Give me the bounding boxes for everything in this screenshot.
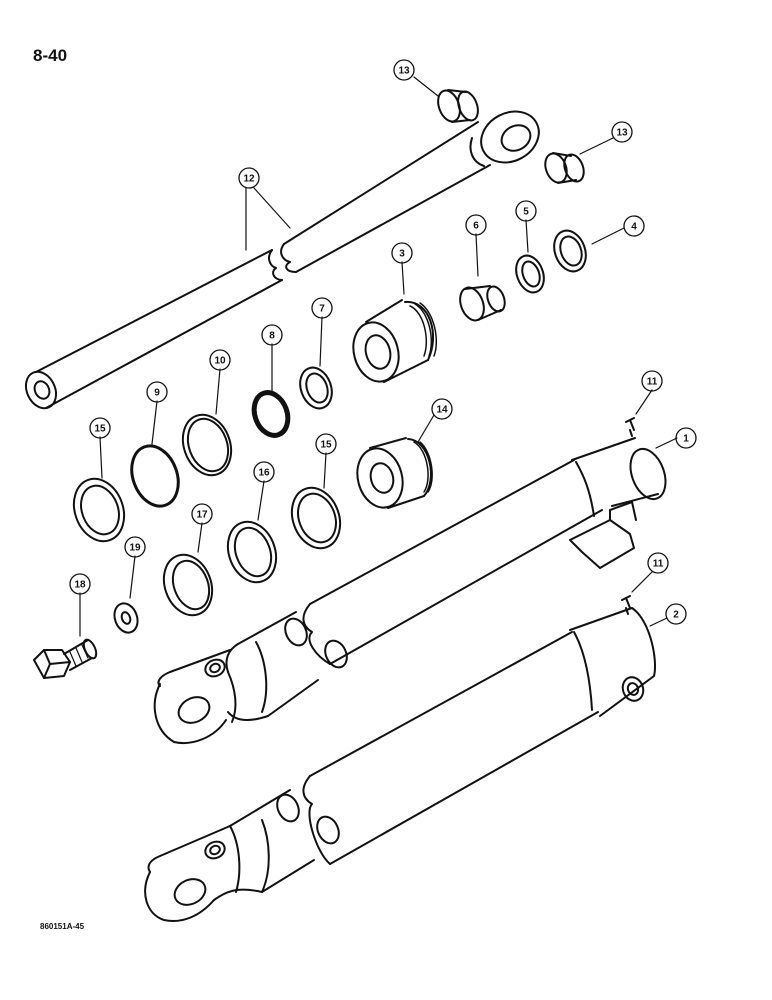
callout-15-left-label: 15	[94, 424, 106, 435]
callout-8: 8	[261, 324, 283, 346]
callout-5: 5	[515, 200, 537, 222]
page-number: 8-40	[33, 46, 68, 65]
callout-14: 14	[431, 398, 453, 420]
o-ring-9-part	[130, 444, 180, 508]
callout-13-lower-label: 13	[616, 128, 628, 139]
callout-12-label: 12	[243, 174, 255, 185]
bushing-upper-part	[437, 89, 479, 123]
callout-14-label: 14	[436, 405, 448, 416]
backup-ring-7-part	[299, 366, 333, 410]
bolt-18-part	[33, 638, 98, 679]
callout-18-label: 18	[74, 580, 86, 591]
figure-code: 860151A-45	[40, 922, 85, 931]
callout-17-label: 17	[196, 510, 208, 521]
piston-part	[356, 437, 433, 509]
callout-11-lower: 11	[647, 552, 669, 574]
callout-1: 1	[675, 427, 697, 449]
callout-8-label: 8	[269, 331, 275, 342]
seal-ring-10-part	[181, 413, 233, 477]
callout-16: 16	[253, 461, 275, 483]
bushing-lower-part	[544, 152, 585, 184]
callout-15-left: 15	[89, 417, 111, 439]
callout-13-upper: 13	[393, 59, 415, 81]
callout-15-right: 15	[315, 433, 337, 455]
wear-ring-part	[459, 285, 506, 322]
callout-3-label: 3	[399, 249, 405, 260]
ring-17-part	[162, 553, 214, 617]
callout-6: 6	[465, 214, 487, 236]
callout-15-right-label: 15	[320, 440, 332, 451]
callout-9-label: 9	[154, 388, 160, 399]
callout-18: 18	[69, 573, 91, 595]
callout-7: 7	[311, 297, 333, 319]
cylinder-barrel-1-part	[153, 437, 667, 744]
callout-12: 12	[238, 167, 260, 189]
ring-16-part	[226, 520, 278, 584]
rod-seal-part	[515, 254, 545, 294]
snap-ring-8-part	[251, 390, 291, 438]
callout-19-label: 19	[129, 543, 141, 554]
gland-part	[352, 299, 438, 383]
wiper-ring-part	[553, 229, 587, 273]
callout-11-upper: 11	[641, 370, 663, 392]
cylinder-barrel-2-part	[144, 607, 656, 922]
piston-rod-part	[24, 110, 540, 410]
callout-13-upper-label: 13	[398, 66, 410, 77]
callout-13-lower: 13	[611, 121, 633, 143]
callout-7-label: 7	[319, 304, 325, 315]
callout-4-label: 4	[631, 222, 637, 233]
ring-15-right-part	[290, 486, 342, 550]
grease-fitting-upper-part	[625, 417, 635, 437]
ring-15-left-part	[72, 477, 126, 543]
washer-19-part	[113, 602, 139, 634]
callout-6-label: 6	[473, 221, 479, 232]
callout-10-label: 10	[214, 356, 226, 367]
callout-11-upper-label: 11	[647, 377, 658, 388]
callout-2: 2	[665, 603, 687, 625]
callout-17: 17	[191, 503, 213, 525]
leader-lines	[79, 76, 678, 637]
callout-10: 10	[209, 349, 231, 371]
callout-5-label: 5	[523, 207, 529, 218]
callout-16-label: 16	[258, 468, 270, 479]
callout-11-lower-label: 11	[653, 559, 664, 570]
callout-3: 3	[391, 242, 413, 264]
callout-1-label: 1	[683, 434, 689, 445]
grease-fitting-lower-part	[621, 595, 631, 615]
callout-9: 9	[146, 381, 168, 403]
callout-4: 4	[623, 215, 645, 237]
callout-19: 19	[124, 536, 146, 558]
callout-2-label: 2	[673, 610, 679, 621]
